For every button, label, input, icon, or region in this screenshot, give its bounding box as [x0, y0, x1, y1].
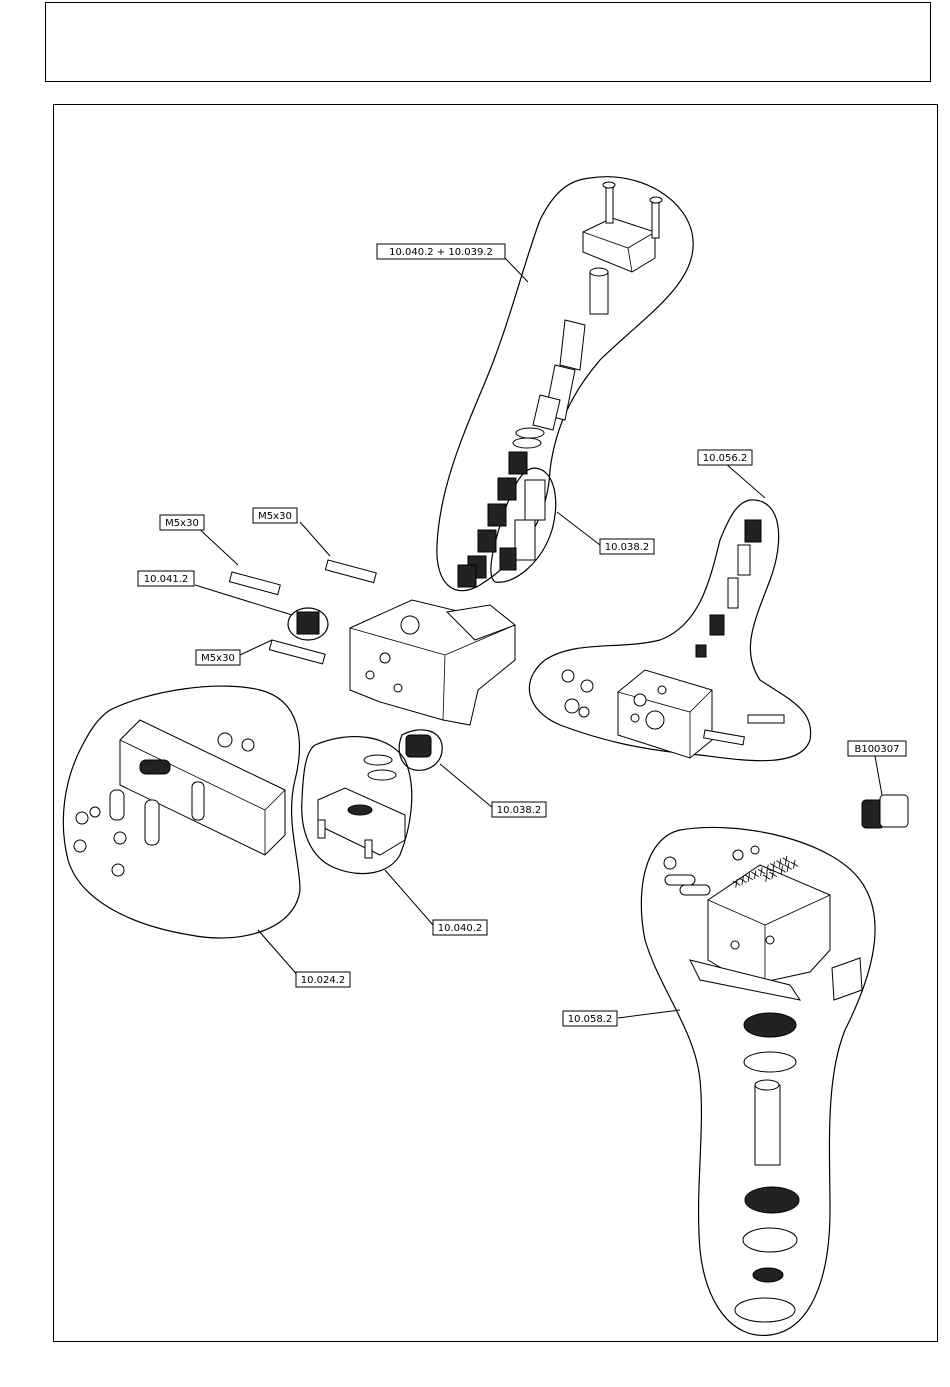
cartridge-10038-lower	[406, 735, 431, 757]
label-10041-text: 10.041.2	[144, 574, 189, 585]
screws-10056	[704, 715, 784, 745]
label-m5x30-c: M5x30	[196, 650, 240, 665]
central-manifold-block	[350, 600, 515, 725]
label-10040-text: 10.040.2	[438, 923, 483, 934]
label-m5x30-a: M5x30	[160, 515, 204, 530]
label-10024-text: 10.024.2	[301, 975, 346, 986]
fitting-b100307	[862, 795, 908, 828]
label-b100307-text: B100307	[854, 744, 899, 755]
label-10040: 10.040.2	[433, 920, 487, 935]
cap-block-10040	[318, 755, 405, 858]
label-m5x30-a-text: M5x30	[165, 518, 199, 529]
label-10058-text: 10.058.2	[568, 1014, 613, 1025]
small-seals-10056	[562, 670, 593, 717]
label-10041: 10.041.2	[138, 571, 194, 586]
label-10038-upper: 10.038.2	[600, 539, 654, 554]
label-10038-lower-text: 10.038.2	[497, 805, 542, 816]
label-10058: 10.058.2	[563, 1011, 617, 1026]
valve-cap-block	[583, 182, 662, 272]
fasteners-10024	[74, 790, 159, 876]
label-m5x30-b: M5x30	[253, 508, 297, 523]
label-10056: 10.056.2	[698, 450, 752, 465]
valve-block-10056	[618, 670, 712, 758]
label-10038-lower: 10.038.2	[492, 802, 546, 817]
pump-block-10058: XXXXXXXXX XX XXX	[690, 855, 830, 1000]
pump-piston-10058	[735, 1013, 799, 1322]
name-plate-10058	[832, 958, 862, 1000]
label-10040-10039-text: 10.040.2 + 10.039.2	[389, 247, 493, 258]
label-m5x30-c-text: M5x30	[201, 653, 235, 664]
label-m5x30-b-text: M5x30	[258, 511, 292, 522]
label-10024: 10.024.2	[296, 972, 350, 987]
relief-valve-10041	[288, 608, 328, 640]
label-10038-upper-text: 10.038.2	[605, 542, 650, 553]
label-10056-text: 10.056.2	[703, 453, 748, 464]
label-b100307: B100307	[848, 741, 906, 756]
valve-spool	[533, 268, 608, 430]
label-10040-10039: 10.040.2 + 10.039.2	[377, 244, 505, 259]
